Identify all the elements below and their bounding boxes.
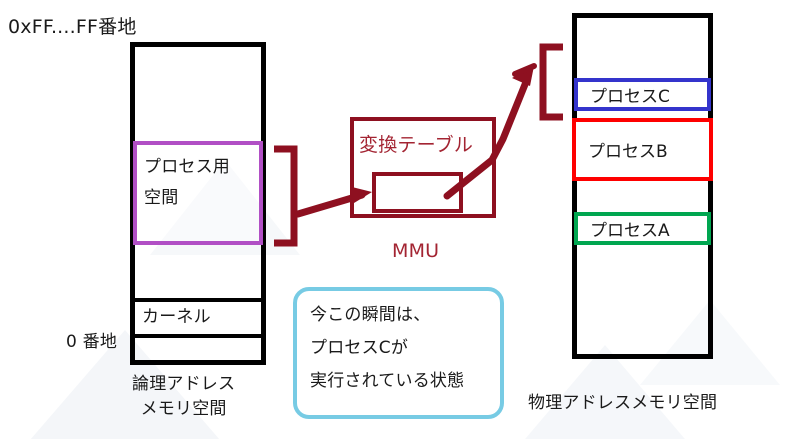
physical-address-space-box bbox=[572, 13, 713, 359]
process-b-box: プロセスB bbox=[572, 118, 713, 181]
physical-space-caption: 物理アドレスメモリ空間 bbox=[528, 393, 718, 413]
process-c-box: プロセスC bbox=[574, 78, 711, 111]
process-a-label: プロセスA bbox=[590, 220, 670, 241]
process-b-label: プロセスB bbox=[588, 141, 668, 162]
callout-box bbox=[293, 287, 504, 419]
kernel-segment bbox=[130, 298, 266, 338]
translation-table-label: 変換テーブル bbox=[359, 134, 474, 156]
logical-space-caption: 論理アドレス メモリ空間 bbox=[132, 374, 236, 419]
translation-table-entry-box bbox=[372, 172, 463, 213]
mmu-caption: MMU bbox=[392, 240, 440, 262]
left-square-bracket-icon bbox=[539, 43, 563, 121]
logical-address-space-box bbox=[130, 42, 266, 365]
bottom-address-label: 0 番地 bbox=[66, 332, 118, 352]
kernel-label: カーネル bbox=[142, 307, 211, 327]
callout-text: 今この瞬間は、 プロセスCが 実行されている状態 bbox=[310, 305, 465, 391]
top-address-label: 0xFF....FF番地 bbox=[8, 16, 137, 38]
process-space-box bbox=[133, 141, 263, 245]
right-square-bracket-icon bbox=[274, 145, 298, 247]
process-c-label: プロセスC bbox=[590, 86, 670, 107]
process-a-box: プロセスA bbox=[574, 212, 711, 245]
process-space-label: プロセス用 空間 bbox=[144, 157, 230, 209]
